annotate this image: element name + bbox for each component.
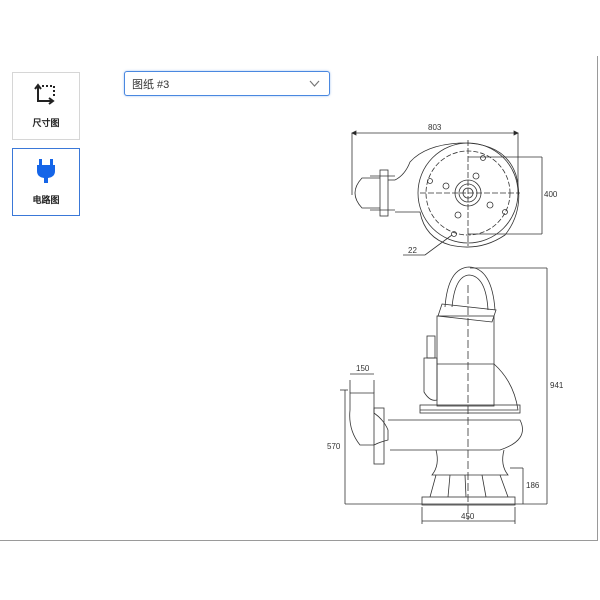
sidebar-item-dimension[interactable]: 尺寸图 — [12, 72, 80, 140]
dim-450: 450 — [461, 512, 475, 521]
drawing-select[interactable]: 图纸 #3 — [124, 71, 330, 96]
chevron-down-icon — [309, 79, 320, 91]
dim-22: 22 — [408, 246, 417, 255]
sidebar-item-circuit[interactable]: 电路图 — [12, 148, 80, 216]
sidebar-item-label: 电路图 — [32, 195, 60, 205]
plug-icon — [36, 158, 56, 189]
dim-186: 186 — [526, 481, 540, 490]
dimension-icon — [33, 83, 59, 112]
sidebar-item-label: 尺寸图 — [32, 118, 60, 128]
dim-941: 941 — [550, 381, 564, 390]
dim-570: 570 — [327, 442, 341, 451]
dim-150: 150 — [356, 364, 370, 373]
dim-803: 803 — [428, 123, 442, 132]
dim-400: 400 — [544, 190, 558, 199]
drawing-select-value: 图纸 #3 — [132, 78, 170, 91]
content-frame — [0, 56, 598, 541]
